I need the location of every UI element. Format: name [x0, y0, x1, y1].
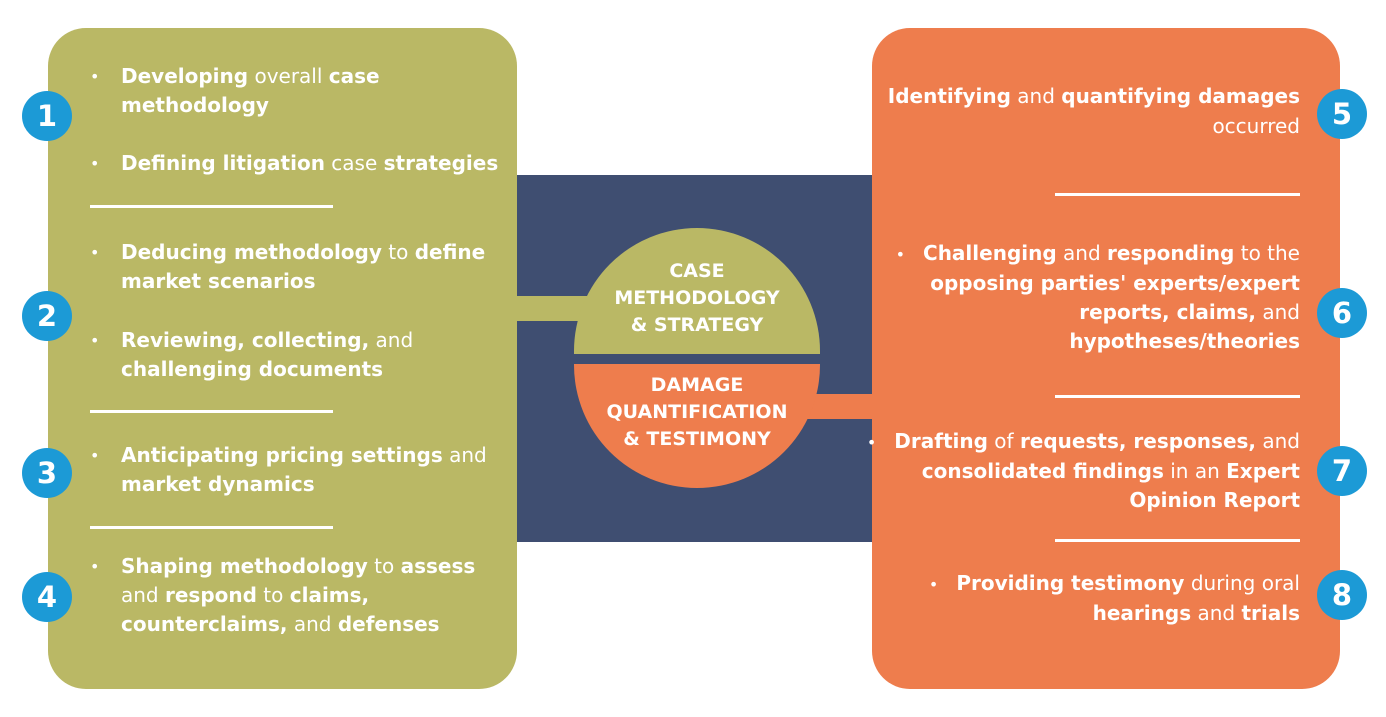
item-text: case [324, 151, 384, 175]
item-text: trials [1241, 601, 1300, 625]
label-line: & TESTIMONY [623, 428, 771, 450]
label-line: & STRATEGY [630, 314, 764, 336]
item-text: and [369, 328, 414, 352]
label-line: CASE [669, 260, 725, 282]
item-text: and [287, 612, 338, 636]
left-item: Shaping methodology to assess and respon… [90, 552, 517, 639]
item-text: hypotheses/theories [1069, 329, 1300, 353]
divider [90, 205, 333, 208]
case-methodology-label: CASE METHODOLOGY & STRATEGY [574, 258, 820, 339]
step-badge-6: 6 [1317, 288, 1367, 338]
item-text: and [1191, 601, 1242, 625]
item-text: hearings [1092, 601, 1192, 625]
step-badge-2: 2 [22, 291, 72, 341]
step-badge-3: 3 [22, 448, 72, 498]
item-text: opposing parties' experts/expert reports… [930, 271, 1300, 324]
damage-quantification-semicircle: DAMAGE QUANTIFICATION & TESTIMONY [574, 364, 820, 488]
item-text: case methodology [121, 64, 380, 117]
item-text: quantifying damages [1061, 84, 1300, 108]
item-text: during oral [1184, 571, 1300, 595]
item-text: defenses [337, 612, 440, 636]
left-item: Reviewing, collecting, and challenging d… [90, 326, 517, 384]
left-item: Anticipating pricing settings and market… [90, 441, 517, 499]
right-item: • Identifying and quantifying damages occ… [860, 82, 1300, 141]
item-text: Drafting [894, 429, 988, 453]
item-text: Identifying [887, 84, 1011, 108]
item-text: Developing [121, 64, 249, 88]
divider [90, 410, 333, 413]
item-text: market dynamics [121, 472, 315, 496]
item-text: consolidated findings [921, 459, 1164, 483]
item-text: Reviewing, collecting, [121, 328, 370, 352]
item-text: to [256, 583, 290, 607]
item-text: and [1256, 429, 1300, 453]
item-text: and [1256, 300, 1300, 324]
left-item: Defining litigation case strategies [90, 149, 517, 178]
step-badge-4: 4 [22, 572, 72, 622]
damage-quantification-label: DAMAGE QUANTIFICATION & TESTIMONY [574, 372, 820, 453]
step-badge-8: 8 [1317, 570, 1367, 620]
item-text: Deducing methodology [121, 240, 382, 264]
divider [1055, 539, 1300, 542]
item-text: Shaping methodology [121, 554, 368, 578]
bullet: • [928, 575, 939, 594]
bullet: • [866, 433, 877, 452]
item-text: requests, responses, [1019, 429, 1257, 453]
left-item: Developing overall case methodology [90, 62, 517, 120]
label-line: DAMAGE [650, 374, 744, 396]
right-item: • Providing testimony during oral hearing… [860, 569, 1300, 628]
item-text: Expert Opinion Report [1129, 459, 1300, 512]
item-text: Anticipating pricing settings [121, 443, 443, 467]
label-line: METHODOLOGY [614, 287, 780, 309]
divider [90, 526, 333, 529]
item-text: to [367, 554, 401, 578]
item-text: occurred [1212, 114, 1300, 138]
label-line: QUANTIFICATION [606, 401, 788, 423]
item-text: Providing testimony [956, 571, 1185, 595]
divider [1055, 395, 1300, 398]
case-methodology-semicircle: CASE METHODOLOGY & STRATEGY [574, 228, 820, 354]
item-text: and [121, 583, 165, 607]
item-text: overall [248, 64, 329, 88]
item-text: Challenging [923, 241, 1057, 265]
step-badge-1: 1 [22, 91, 72, 141]
bullet: • [860, 88, 870, 107]
item-text: assess [400, 554, 476, 578]
right-panel [872, 28, 1340, 689]
item-text: strategies [383, 151, 499, 175]
item-text: of [987, 429, 1020, 453]
item-text: define market scenarios [121, 240, 486, 293]
divider [1055, 193, 1300, 196]
step-badge-7: 7 [1317, 446, 1367, 496]
item-text: to [381, 240, 415, 264]
item-text: and [1010, 84, 1062, 108]
left-item: Deducing methodology to define market sc… [90, 238, 517, 296]
item-text: respond [164, 583, 257, 607]
item-text: to the [1234, 241, 1300, 265]
item-text: responding [1107, 241, 1235, 265]
item-text: and [442, 443, 487, 467]
item-text: claims, counterclaims, [121, 583, 370, 636]
bullet: • [895, 245, 906, 264]
item-text: and [1056, 241, 1108, 265]
step-badge-5: 5 [1317, 89, 1367, 139]
right-item: • Challenging and responding to the oppos… [860, 239, 1300, 356]
item-text: in an [1163, 459, 1227, 483]
right-item: • Drafting of requests, responses, and co… [860, 427, 1300, 515]
item-text: Defining litigation [121, 151, 325, 175]
item-text: challenging documents [121, 357, 384, 381]
